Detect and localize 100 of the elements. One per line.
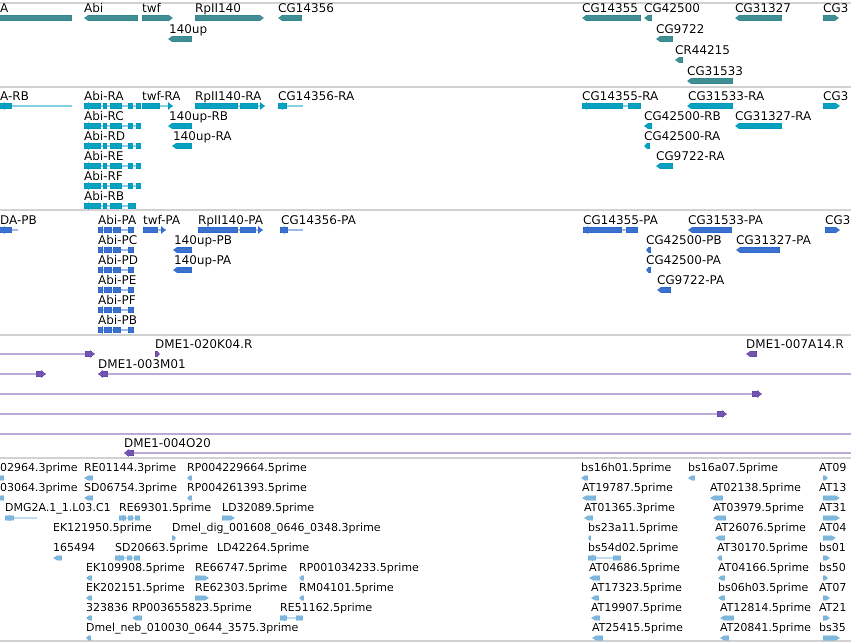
feature-label: Abi-RA [84, 89, 124, 103]
feature-label: bs16a07.5prime [688, 461, 778, 475]
feature-label: CG14356-RA [278, 89, 354, 103]
feature-label: 140up-RB [169, 109, 228, 123]
feature-label: CG14355-PA [583, 213, 658, 227]
feature-label: RE51162.5prime [280, 601, 372, 615]
feature-label: bs01 [819, 541, 846, 555]
feature-label: AT26076.5prime [715, 521, 806, 535]
feature-label: twf-RA [142, 89, 180, 103]
feature-label: CG31533-RA [688, 89, 764, 103]
feature-label: CG31327 [735, 1, 791, 15]
feature-label: twf [142, 1, 161, 15]
feature-label: Abi-RE [84, 149, 124, 163]
feature-label: CG3 [825, 213, 850, 227]
feature-label: 165494 [53, 541, 95, 555]
feature-label: Dmel_neb_010030_0644_3575.3prime [86, 621, 298, 635]
feature-label: RE62303.5prime [195, 581, 288, 595]
feature-label: 323836 [86, 601, 128, 615]
feature-label: 03064.3prime [0, 481, 78, 495]
feature-label: 140up-PB [174, 233, 232, 247]
feature-label: AT04166.5prime [718, 561, 809, 575]
feature-label: CG14355 [582, 1, 638, 15]
feature-label: Abi-RD [84, 129, 126, 143]
feature-label: 140up-PA [174, 253, 232, 267]
feature-label: RpII140-RA [195, 89, 262, 103]
feature-label: CG42500-PB [646, 233, 722, 247]
feature-label: Abi-PB [98, 313, 137, 327]
feature-label: CG3 [823, 1, 848, 15]
feature-label: AT04 [819, 521, 846, 535]
feature-label: CG42500-RA [644, 129, 720, 143]
feature-label: CG42500 [644, 1, 700, 15]
feature-label: CG14356-PA [281, 213, 356, 227]
feature-label: Abi-RF [84, 169, 123, 183]
feature-label: Abi-RB [84, 189, 124, 203]
feature-label: RpII140 [195, 1, 241, 15]
feature-label: SD20663.5prime [115, 541, 208, 555]
feature-label: Abi-PC [98, 233, 138, 247]
feature-label: bs50 [819, 561, 846, 575]
feature-label: RP003655823.5prime [132, 601, 252, 615]
feature-label: bs16h01.5prime [581, 461, 672, 475]
feature-label: DME1-020K04.R [155, 337, 252, 351]
feature-label: twf-PA [143, 213, 180, 227]
feature-label: Abi-PD [98, 253, 138, 267]
feature-label: DME1-004O20 [124, 436, 211, 450]
feature-label: AT03979.5prime [713, 501, 804, 515]
feature-label: A [0, 1, 8, 15]
feature-label: EK109908.5prime [86, 561, 185, 575]
feature-label: AT25415.5prime [592, 621, 683, 635]
feature-label: Abi-PE [98, 273, 136, 287]
feature-label: CG3 [823, 89, 848, 103]
feature-label: Abi [84, 1, 104, 15]
feature-label: CG9722 [656, 22, 704, 36]
feature-label: CG14355-RA [582, 89, 658, 103]
feature-label: CR44215 [675, 43, 730, 57]
feature-label: Abi-PF [98, 293, 136, 307]
feature-label: CG31533-PA [688, 213, 763, 227]
feature-label: AT09 [819, 461, 846, 475]
feature-label: CG31533 [687, 64, 743, 78]
feature-label: RpII140-PA [198, 213, 263, 227]
feature-label: AT13 [819, 481, 846, 495]
feature-label: CG31327-PA [736, 233, 811, 247]
feature-label: AT02138.5prime [710, 481, 801, 495]
feature-label: 140up [169, 22, 208, 36]
feature-label: RP001034233.5prime [299, 561, 419, 575]
feature-label: CG31327-RA [735, 109, 812, 123]
feature-label: EK121950.5prime [53, 521, 152, 535]
feature-label: bs54d02.5prime [588, 541, 678, 555]
feature-label: CG14356 [278, 1, 334, 15]
feature-label: bs06h03.5prime [718, 581, 808, 595]
feature-label: CG9722-PA [657, 273, 724, 287]
feature-label: AT20841.5prime [720, 621, 811, 635]
feature-label: LD32089.5prime [222, 501, 314, 515]
feature-label: AT21 [819, 601, 846, 615]
feature-label: AT19907.5prime [591, 601, 682, 615]
feature-label: CG42500-PA [646, 253, 721, 267]
feature-label: DA-PB [0, 213, 37, 227]
feature-label: RE66747.5prime [195, 561, 288, 575]
feature-label: RE01144.3prime [84, 461, 176, 475]
feature-label: Dmel_dig_001608_0646_0348.3prime [172, 521, 381, 535]
feature-label: CG42500-RB [644, 109, 721, 123]
feature-label: A-RB [0, 89, 29, 103]
feature-label: AT31 [819, 501, 846, 515]
feature-label: DME1-007A14.R [746, 337, 844, 351]
feature-label: AT12814.5prime [720, 601, 811, 615]
feature-label: Abi-PA [98, 213, 136, 227]
feature-label: 140up-RA [173, 129, 232, 143]
feature-label: AT19787.5prime [582, 481, 673, 495]
feature-label: AT07 [819, 581, 846, 595]
feature-label: DME1-003M01 [98, 357, 186, 371]
feature-label: AT01365.3prime [584, 501, 675, 515]
feature-label: Abi-RC [84, 109, 124, 123]
feature-label: DMG2A.1_1.L03.C1 [5, 501, 111, 515]
feature-label: RP004229664.5prime [187, 461, 307, 475]
feature-label: RP004261393.5prime [187, 481, 307, 495]
feature-label: AT30170.5prime [717, 541, 808, 555]
feature-label: 02964.3prime [0, 461, 78, 475]
feature-label: CG9722-RA [656, 149, 725, 163]
feature-label: AT04686.5prime [589, 561, 680, 575]
feature-label: EK202151.5prime [86, 581, 185, 595]
feature-label: AT17323.5prime [591, 581, 682, 595]
